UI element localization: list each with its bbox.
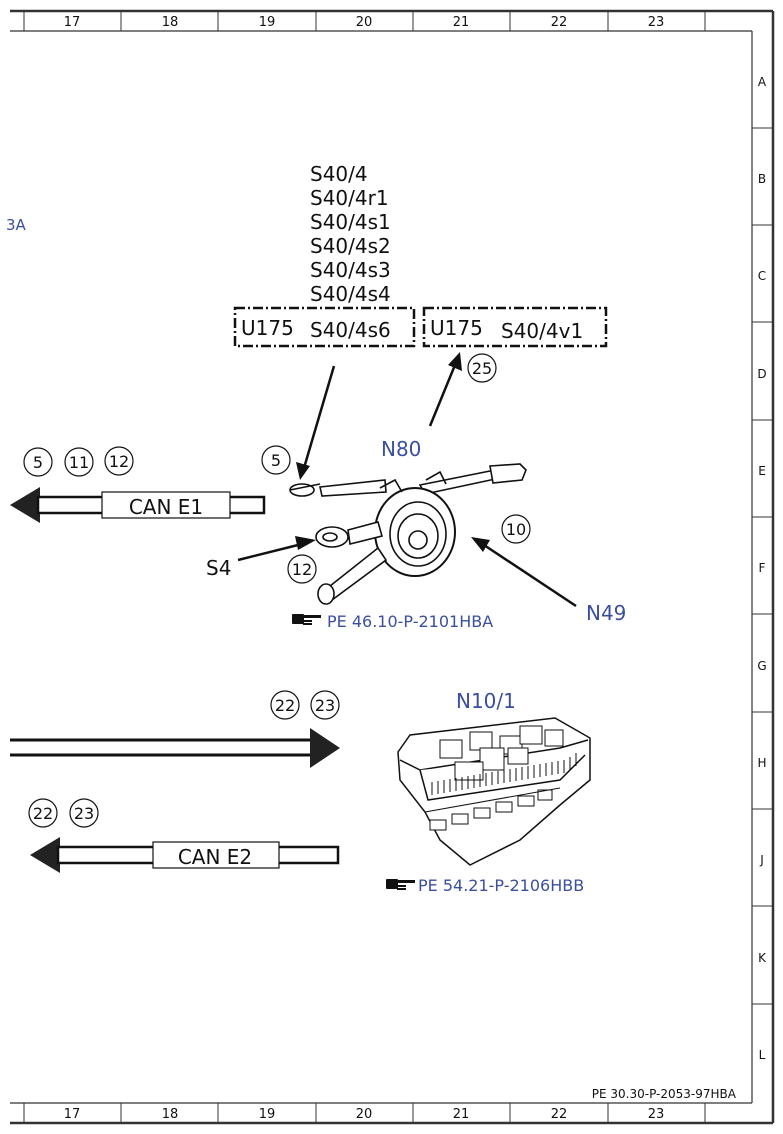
callout-circle (64, 447, 94, 477)
column-label-top: 20 (356, 15, 373, 30)
row-label: C (758, 269, 766, 283)
callout-circle (28, 798, 58, 828)
n49-label: N49 (586, 601, 626, 625)
column-label-top: 23 (648, 15, 665, 30)
can-e1-label: CAN E1 (129, 495, 203, 519)
component-box-u175-s6 (233, 306, 416, 348)
hand-pointer-icon (386, 879, 415, 890)
row-label: B (758, 172, 766, 186)
s4-label: S4 (206, 556, 231, 580)
callout-number: 12 (109, 452, 129, 471)
callout-circle (287, 554, 317, 584)
callout-number: 12 (292, 560, 312, 579)
pointer-line (483, 543, 577, 608)
can-e2-bus (30, 837, 340, 873)
callout-number: 23 (315, 696, 335, 715)
row-label: H (757, 756, 766, 770)
arrow-head (471, 537, 490, 552)
column-label-bottom: 17 (64, 1107, 81, 1122)
sheet-frame (10, 9, 775, 1125)
box2-s-label: S40/4v1 (501, 319, 583, 343)
callout-number: 25 (472, 359, 492, 378)
switch-label: S40/4r1 (310, 186, 389, 210)
callout-circle (104, 446, 134, 476)
callout-number: 5 (271, 451, 281, 470)
callout-circle (69, 798, 99, 828)
pointer-line (237, 542, 303, 562)
column-label-bottom: 18 (162, 1107, 179, 1122)
column-label-bottom: 21 (453, 1107, 470, 1122)
ref1-link[interactable]: PE 46.10-P-2101HBA (327, 612, 493, 631)
switch-label: S40/4s4 (310, 282, 391, 306)
offpage-ref-link[interactable]: 3A (6, 216, 27, 234)
component-box-u175-v1 (422, 306, 608, 348)
footer-document-ref: PE 30.30-P-2053-97HBA (592, 1087, 737, 1101)
switch-label: S40/4s1 (310, 210, 391, 234)
row-label: E (758, 464, 766, 478)
pointer-line (428, 364, 457, 427)
box2-u-label: U175 (430, 316, 483, 340)
callout-number: 22 (275, 696, 295, 715)
can-e1-bus (10, 487, 266, 523)
column-label-top: 21 (453, 15, 470, 30)
can-e2-label: CAN E2 (178, 845, 252, 869)
column-label-top: 19 (259, 15, 276, 30)
n80-label: N80 (381, 437, 421, 461)
box1-u-label: U175 (241, 316, 294, 340)
fuse-relay-module-icon (397, 717, 591, 866)
row-label: A (758, 75, 767, 89)
callout-number: 10 (506, 520, 526, 539)
hand-pointer-icon (292, 614, 321, 625)
double-line-arrow-right (10, 728, 340, 768)
column-label-bottom: 22 (551, 1107, 568, 1122)
callout-number: 22 (33, 804, 53, 823)
arrow-head (296, 462, 310, 480)
switch-label: S40/4s3 (310, 258, 391, 282)
steering-column-module-icon (289, 463, 527, 605)
n10-label: N10/1 (456, 689, 516, 713)
pointer-line (302, 365, 336, 469)
callout-circle (310, 690, 340, 720)
callout-circle (23, 447, 53, 477)
column-label-top: 18 (162, 15, 179, 30)
row-label: K (758, 951, 767, 965)
column-label-bottom: 23 (648, 1107, 665, 1122)
column-label-bottom: 19 (259, 1107, 276, 1122)
column-label-top: 17 (64, 15, 81, 30)
ref2-link[interactable]: PE 54.21-P-2106HBB (418, 876, 584, 895)
switch-label: S40/4s2 (310, 234, 391, 258)
column-label-bottom: 20 (356, 1107, 373, 1122)
callout-circle (261, 445, 291, 475)
arrow-head (448, 352, 462, 371)
callout-circle (270, 690, 300, 720)
callout-number: 5 (33, 453, 43, 472)
row-label: L (759, 1048, 766, 1062)
box1-s-label: S40/4s6 (310, 318, 391, 342)
row-label: F (759, 561, 766, 575)
row-label: J (759, 853, 764, 867)
callout-number: 11 (69, 453, 89, 472)
callout-number: 23 (74, 804, 94, 823)
row-label: G (757, 659, 766, 673)
row-ticks (752, 127, 773, 1005)
callout-circle (501, 514, 531, 544)
callout-circle (467, 353, 497, 383)
row-label: D (757, 367, 766, 381)
column-ticks (23, 11, 706, 1123)
arrow-head (295, 536, 316, 550)
switch-label: S40/4 (310, 162, 368, 186)
column-label-top: 22 (551, 15, 568, 30)
